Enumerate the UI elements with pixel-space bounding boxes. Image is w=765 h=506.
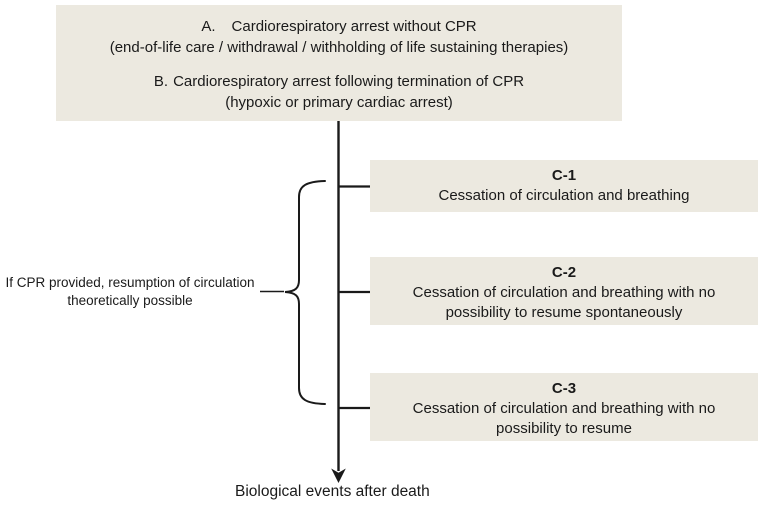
c2-text: Cessation of circulation and breathing w… (412, 284, 716, 321)
c3-text: Cessation of circulation and breathing w… (412, 400, 716, 437)
c1-box: C-1 Cessation of circulation and breathi… (370, 160, 758, 212)
item-b-title: Cardiorespiratory arrest following termi… (173, 73, 525, 90)
item-a-label: A. (201, 18, 216, 35)
arrest-type-a-title: A. Cardiorespiratory arrest without CPR (56, 16, 622, 37)
arrest-types-box: A. Cardiorespiratory arrest without CPR (… (56, 5, 622, 121)
arrest-type-b-title: B.Cardiorespiratory arrest following ter… (56, 71, 622, 92)
c3-box: C-3 Cessation of circulation and breathi… (370, 373, 758, 441)
c2-box: C-2 Cessation of circulation and breathi… (370, 257, 758, 325)
c1-text: Cessation of circulation and breathing (438, 187, 690, 204)
item-a-title: Cardiorespiratory arrest without CPR (231, 18, 477, 35)
cpr-resumption-note-line1: If CPR provided, resumption of circulati… (5, 275, 255, 290)
arrest-type-a: A. Cardiorespiratory arrest without CPR (… (56, 16, 622, 58)
c3-title: C-3 (551, 380, 577, 397)
cpr-resumption-note-line2: theoretically possible (67, 292, 193, 308)
down-arrow-icon (331, 468, 346, 483)
c1-title: C-1 (551, 167, 577, 184)
arrest-type-b: B.Cardiorespiratory arrest following ter… (56, 71, 622, 113)
arrest-type-a-note: (end-of-life care / withdrawal / withhol… (109, 39, 569, 56)
item-b-label: B. (153, 73, 169, 90)
cpr-resumption-note: If CPR provided, resumption of circulati… (0, 274, 260, 309)
left-curly-brace-icon (284, 180, 326, 405)
biological-events-label: Biological events after death (235, 483, 430, 500)
arrest-type-b-note: (hypoxic or primary cardiac arrest) (225, 94, 453, 111)
c2-title: C-2 (551, 264, 577, 281)
